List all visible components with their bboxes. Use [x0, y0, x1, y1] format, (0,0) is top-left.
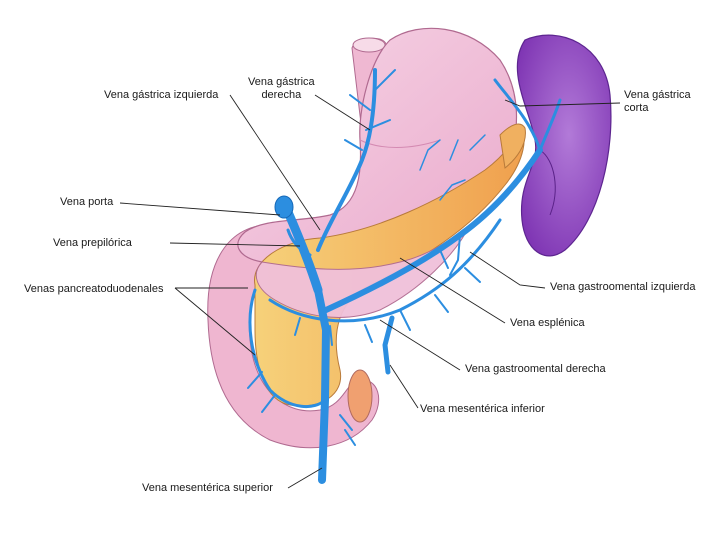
stomach-antrum: [255, 224, 471, 318]
inferior-mesenteric-vein: [382, 315, 395, 375]
leader-pancreato-b: [174, 287, 256, 356]
label-vena-esplenica: Vena esplénica: [510, 317, 585, 329]
leader-gastroomental-derecha: [379, 319, 461, 371]
leader-esplenica: [399, 257, 506, 324]
pancreas-tail: [499, 123, 526, 169]
label-vena-prepilorica: Vena prepilórica: [53, 237, 132, 249]
leader-gastrica-derecha: [314, 94, 371, 131]
label-vena-gastrica-corta-line2: corta: [624, 102, 649, 114]
label-vena-gastrica-derecha-line1: Vena gástrica: [248, 76, 315, 88]
jejunum-end: [347, 369, 373, 423]
label-venas-pancreatoduodenales: Venas pancreatoduodenales: [24, 283, 164, 295]
leader-porta: [119, 202, 281, 216]
pancreaticoduodenal-veins: [248, 288, 327, 409]
left-gastric-vein: [316, 68, 377, 252]
label-vena-gastrica-corta-line1: Vena gástrica: [624, 89, 691, 101]
venous-system: [247, 68, 562, 484]
esophagus-lumen: [352, 37, 386, 53]
label-vena-gastroomental-izquierda: Vena gastroomental izquierda: [550, 281, 696, 293]
label-vena-mesenterica-superior: Vena mesentérica superior: [142, 482, 273, 494]
leader-lines: [119, 94, 621, 489]
spleen-hilum: [539, 149, 556, 216]
label-vena-gastrica-izquierda: Vena gástrica izquierda: [104, 89, 219, 101]
leader-mesenterica-superior: [287, 467, 323, 489]
label-vena-gastrica-derecha-line2: derecha: [261, 89, 302, 101]
leader-gastrica-izquierda: [229, 94, 321, 231]
right-gastric-vein: [286, 228, 312, 257]
label-vena-gastroomental-derecha: Vena gastroomental derecha: [465, 363, 606, 375]
label-vena-gastrica-derecha: Vena gástrica derecha: [248, 76, 315, 102]
leader-gastroomental-izquierda: [469, 251, 546, 289]
superior-mesenteric-vein: [314, 286, 330, 484]
short-gastric-vein: [493, 78, 562, 152]
leader-gastrica-corta: [504, 99, 621, 107]
spleen: [516, 34, 612, 257]
label-vena-mesenterica-inferior: Vena mesentérica inferior: [420, 403, 545, 415]
label-vena-gastrica-corta: Vena gástrica corta: [624, 89, 691, 115]
leader-mesenterica-inferior: [389, 364, 419, 409]
leader-prepilorica: [169, 242, 301, 247]
label-vena-porta: Vena porta: [60, 196, 114, 208]
portal-vein-end: [274, 195, 294, 219]
